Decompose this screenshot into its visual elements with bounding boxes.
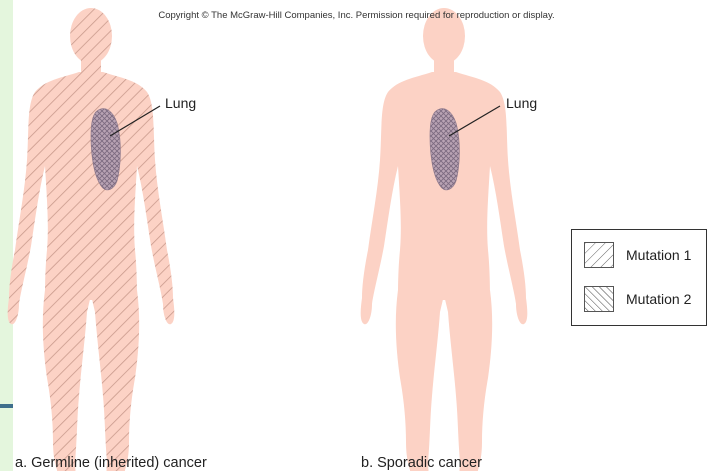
caption-germline: a. Germline (inherited) cancer: [15, 455, 207, 471]
legend-item-mutation-2: Mutation 2: [584, 286, 691, 312]
legend-label-mutation-1: Mutation 1: [626, 247, 691, 263]
mutation-2-swatch: [584, 286, 614, 312]
human-figure-germline: [8, 8, 175, 471]
legend-item-mutation-1: Mutation 1: [584, 242, 691, 268]
mutation-1-swatch: [584, 242, 614, 268]
caption-sporadic: b. Sporadic cancer: [361, 455, 482, 471]
legend-label-mutation-2: Mutation 2: [626, 291, 691, 307]
legend: Mutation 1 Mutation 2: [571, 229, 707, 326]
human-figure-sporadic: [361, 8, 528, 471]
copyright-notice: Copyright © The McGraw-Hill Companies, I…: [0, 10, 713, 21]
lung-label-sporadic: Lung: [506, 95, 537, 111]
lung-label-germline: Lung: [165, 95, 196, 111]
